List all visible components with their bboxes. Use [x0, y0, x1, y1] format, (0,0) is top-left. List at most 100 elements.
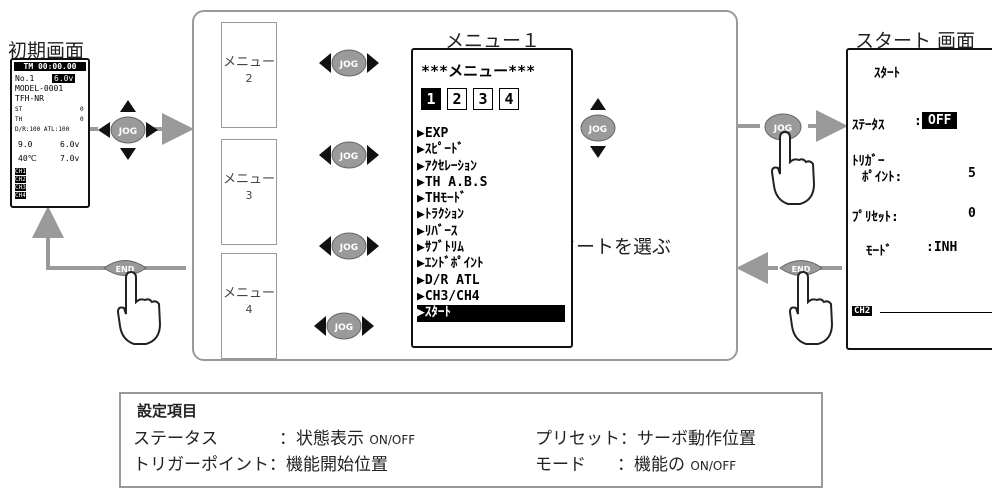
legend-sep: ： [279, 429, 296, 449]
page-tab-4[interactable]: 4 [499, 88, 519, 110]
page-tab-1[interactable]: 1 [421, 88, 441, 110]
legend-desc: 機能開始位置 [286, 455, 388, 475]
start-status-value[interactable]: OFF [922, 112, 958, 129]
start-mode-value[interactable]: :INH [926, 240, 958, 255]
end-button-start[interactable]: END [776, 253, 826, 283]
lcd-ch2: CH2 [15, 176, 26, 183]
start-preset-value[interactable]: 0 [968, 206, 976, 221]
lcd-start-screen: ｽﾀｰﾄ ｽﾃｰﾀｽ : OFF ﾄﾘｶﾞｰ ﾎﾟｲﾝﾄ: 5 ﾌﾟﾘｾｯﾄ: … [846, 48, 992, 350]
lcd-st-zero: 0 [80, 106, 84, 113]
menu-item-th-mode[interactable]: ▶THﾓｰﾄﾞ [417, 191, 467, 207]
start-status-colon: : [914, 114, 922, 129]
end-label: END [116, 265, 135, 274]
menu-box-3: メニュー 3 [221, 139, 277, 245]
legend-sep: ： [617, 455, 634, 475]
menu-box-number: 2 [245, 72, 253, 85]
legend-mode-desc: ：機能の ON/OFF [617, 450, 736, 475]
end-label: END [792, 265, 811, 274]
lcd-voltage: 6.0v [52, 74, 76, 83]
lcd-timer: TM 00:00.00 [14, 62, 86, 71]
jog-label: JOG [339, 152, 358, 162]
jog-label: JOG [334, 323, 353, 333]
pointing-hand-icon [770, 130, 816, 205]
lcd-ch3: CH3 [15, 184, 26, 191]
legend-name: プリセット [535, 429, 620, 449]
start-mode-label: ﾓｰﾄﾞ [866, 244, 892, 259]
lcd-ch4: CH4 [15, 192, 26, 199]
menu-item-ch3-ch4[interactable]: ▶CH3/CH4 [417, 288, 480, 304]
jog-button-ud-menu[interactable]: JOG [578, 96, 618, 160]
legend-preset: プリセット：サーボ動作位置 [535, 424, 756, 449]
legend-desc: 状態表示 [296, 429, 364, 449]
legend-name: モード [535, 455, 586, 475]
jog-button-lr-bottom[interactable]: JOG [312, 306, 376, 346]
jog-label: JOG [118, 127, 137, 137]
menu-box-number: 3 [245, 189, 253, 202]
menu-item-steering-speed[interactable]: ▶ｽﾋﾟｰﾄﾞ [417, 142, 464, 158]
menu-item-traction[interactable]: ▶ﾄﾗｸｼｮﾝ [417, 207, 464, 223]
jog-label: JOG [588, 125, 607, 135]
jog-label: JOG [339, 60, 358, 70]
lcd-rx-v2: 6.0v [60, 140, 80, 149]
jog-button-lr-menu4[interactable]: JOG [317, 226, 381, 266]
menu-box-2: メニュー 2 [221, 22, 277, 128]
jog-label: JOG [339, 243, 358, 253]
settings-legend: 設定項目 ステータス ：状態表示 ON/OFF トリガーポイント：機能開始位置 … [119, 392, 823, 488]
start-trigger-value[interactable]: 5 [968, 166, 976, 181]
menu-item-reverse[interactable]: ▶ﾘﾊﾞｰｽ [417, 223, 458, 239]
jog-button-press-start[interactable]: JOG [758, 110, 808, 144]
lcd-th-zero: 0 [80, 116, 84, 123]
lcd-temp: 40℃ [18, 154, 37, 163]
legend-desc: サーボ動作位置 [637, 429, 756, 449]
page-tab-2[interactable]: 2 [447, 88, 467, 110]
legend-status: ステータス [133, 424, 218, 449]
legend-sub: ON/OFF [369, 433, 416, 447]
menu-item-exp[interactable]: ▶EXP [417, 126, 449, 141]
lcd-st: ST [15, 106, 23, 113]
legend-trigger: トリガーポイント：機能開始位置 [133, 450, 388, 475]
start-status-label: ｽﾃｰﾀｽ [852, 118, 885, 133]
menu-item-acceleration[interactable]: ▶ｱｸｾﾚｰｼｮﾝ [417, 158, 477, 174]
lcd-dr-atl: D/R:100 ATL:100 [15, 126, 70, 133]
legend-name: トリガーポイント [133, 455, 269, 475]
legend-status-desc: ：状態表示 ON/OFF [279, 424, 415, 449]
lcd-initial-screen: TM 00:00.00 No.1 6.0v MODEL-0001 TFH-NR … [10, 58, 90, 208]
start-channel-bar [880, 312, 992, 313]
menu-item-endpoint[interactable]: ▶ｴﾝﾄﾞﾎﾟｲﾝﾄ [417, 256, 484, 272]
page-tab-3[interactable]: 3 [473, 88, 493, 110]
pointing-hand-icon [116, 270, 162, 345]
start-title: ｽﾀｰﾄ [874, 66, 900, 81]
menu-box-label: メニュー [222, 172, 275, 187]
menu-item-subtrim[interactable]: ▶ｻﾌﾞﾄﾘﾑ [417, 240, 464, 256]
jog-label: JOG [773, 124, 792, 134]
menu-item-dr-atl[interactable]: ▶D/R ATL [417, 272, 480, 288]
lcd-model-name: MODEL-0001 [15, 84, 64, 93]
menu-header: ***メニュー*** [421, 62, 536, 80]
lcd-mode: TFH-NR [15, 94, 44, 103]
pointing-hand-icon [788, 270, 834, 345]
menu-box-number: 4 [245, 303, 253, 316]
menu-box-label: メニュー [222, 286, 275, 301]
legend-desc: 機能の [634, 455, 685, 475]
end-button-initial[interactable]: END [100, 253, 150, 283]
menu-box-label: メニュー [222, 55, 275, 70]
jog-button-4way-initial[interactable]: JOG [96, 98, 160, 162]
legend-name: ステータス [133, 429, 218, 449]
jog-button-lr-menu3[interactable]: JOG [317, 135, 381, 175]
lcd-ch1: CH1 [15, 168, 26, 175]
legend-sep: ： [620, 429, 637, 449]
legend-mode: モード [535, 450, 586, 475]
menu-item-th-abs[interactable]: ▶TH A.B.S [417, 174, 488, 190]
start-channel: CH2 [852, 306, 873, 316]
jog-button-lr-menu2[interactable]: JOG [317, 43, 381, 83]
start-trigger-label-1: ﾄﾘｶﾞｰ [852, 154, 885, 169]
legend-sub: ON/OFF [690, 459, 737, 473]
title-initial-screen: 初期画面 [8, 40, 85, 62]
title-start-screen: スタート 画面 [855, 30, 976, 52]
menu-item-start-selected[interactable]: ▶ｽﾀｰﾄ [417, 305, 565, 322]
legend-heading: 設定項目 [137, 402, 198, 420]
start-trigger-label-2: ﾎﾟｲﾝﾄ: [862, 170, 903, 185]
menu-list: ▶EXP ▶ｽﾋﾟｰﾄﾞ ▶ｱｸｾﾚｰｼｮﾝ ▶TH A.B.S ▶THﾓｰﾄﾞ… [417, 126, 565, 322]
